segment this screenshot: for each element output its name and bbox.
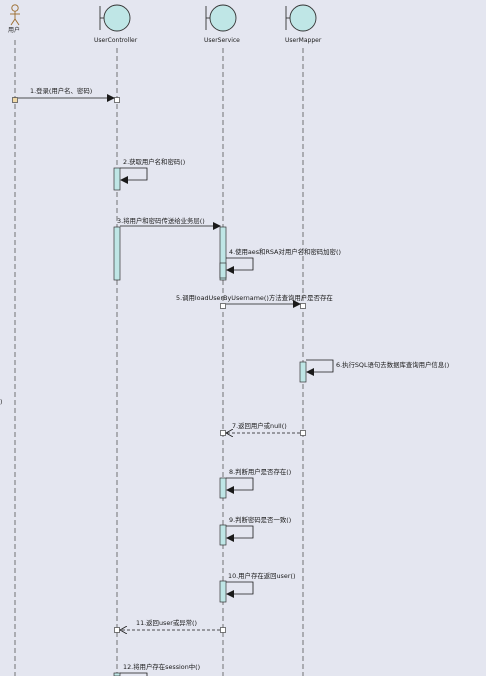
port-service-7	[220, 430, 226, 436]
actor-leg-left	[10, 18, 16, 26]
message-arrow-6	[306, 359, 334, 376]
activation-controller-12	[113, 672, 121, 676]
boundary-icon-mapper	[289, 4, 317, 32]
port-mapper-7	[300, 430, 306, 436]
activation-controller-2	[113, 167, 121, 191]
message-label-11: 11.返回user或异常()	[136, 619, 198, 627]
port-service-11	[220, 627, 226, 633]
message-label-4: 4.使用aes和RSA对用户名和密码加密()	[229, 248, 341, 256]
message-label-9: 9.判断密码是否一致()	[229, 516, 292, 524]
stray-mark: )	[0, 399, 3, 406]
actor-leg-right	[14, 18, 20, 26]
port-controller-1	[114, 97, 120, 103]
message-label-5: 5.调用loadUserByUsername()方法查询用户是否存在	[176, 294, 333, 302]
boundary-icon-service	[209, 4, 237, 32]
message-label-8: 8.判断用户是否存在()	[229, 468, 292, 476]
activation-controller-3	[113, 226, 121, 281]
participant-label-mapper: UserMapper	[285, 37, 322, 44]
message-label-6: 6.执行SQL语句去数据库查询用户信息()	[336, 361, 450, 369]
port-user-1	[12, 97, 18, 103]
participant-label-user: 用户	[8, 27, 21, 34]
message-label-10: 10.用户存在返回user()	[228, 572, 296, 580]
message-arrow-4	[226, 257, 254, 274]
message-label-12: 12.将用户存在session中()	[123, 663, 201, 671]
port-service-5a	[220, 303, 226, 309]
message-arrow-10	[226, 581, 254, 598]
message-arrow-12	[120, 672, 148, 676]
activation-service-8	[219, 477, 227, 499]
activation-service-3	[219, 226, 227, 281]
activation-mapper-6	[299, 361, 307, 383]
activation-service-10	[219, 580, 227, 603]
message-label-3: 3.将用户和密码传送给业务层()	[117, 217, 205, 225]
activation-service-4	[219, 262, 227, 279]
message-label-2: 2.获取用户名和密码()	[123, 158, 186, 166]
port-mapper-5	[300, 303, 306, 309]
actor-head-icon	[11, 4, 19, 12]
message-arrow-2	[120, 167, 148, 184]
boundary-icon-controller	[103, 4, 131, 32]
participant-label-controller: UserController	[94, 37, 138, 44]
message-arrow-8	[226, 477, 254, 494]
activation-service-9	[219, 524, 227, 546]
message-label-7: 7.返回用户或null()	[232, 422, 287, 430]
participant-label-service: UserService	[204, 37, 240, 44]
port-controller-11	[114, 627, 120, 633]
message-arrow-9	[226, 525, 254, 542]
message-label-1: 1.登录(用户名、密码)	[30, 87, 93, 95]
